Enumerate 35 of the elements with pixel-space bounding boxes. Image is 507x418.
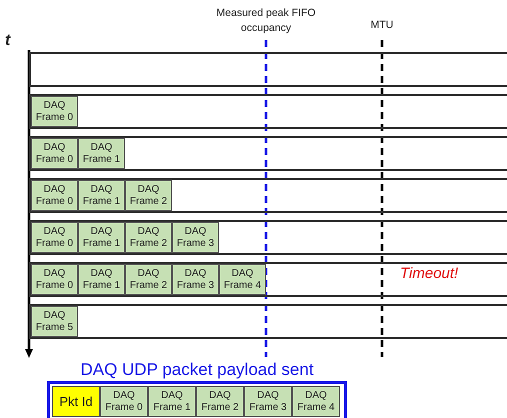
frame-block: DAQ Frame 1 xyxy=(78,138,125,169)
marker-label: MTU xyxy=(370,18,394,33)
timeout-note: Timeout! xyxy=(400,266,460,281)
frame-block: DAQ Frame 1 xyxy=(78,264,125,295)
frame-block: DAQ Frame 5 xyxy=(31,306,78,337)
frame-block: DAQ Frame 0 xyxy=(31,180,78,211)
timeline-row xyxy=(29,178,507,213)
frame-block: DAQ Frame 2 xyxy=(125,264,172,295)
timeline-row xyxy=(29,220,507,255)
timeline-row xyxy=(29,52,507,87)
frame-block: DAQ Frame 4 xyxy=(219,264,266,295)
packet-box xyxy=(47,381,347,418)
frame-block: DAQ Frame 2 xyxy=(125,222,172,253)
frame-block: DAQ Frame 1 xyxy=(148,386,196,417)
marker-label: Measured peak FIFO occupancy xyxy=(216,6,316,36)
frame-block: DAQ Frame 2 xyxy=(125,180,172,211)
timeline-row xyxy=(29,262,507,297)
frame-block: DAQ Frame 3 xyxy=(172,222,219,253)
frame-block: DAQ Frame 1 xyxy=(78,222,125,253)
frame-block: DAQ Frame 3 xyxy=(244,386,292,417)
packet-heading: DAQ UDP packet payload sent xyxy=(79,359,315,381)
packet-id-field: Pkt Id xyxy=(52,386,100,417)
timeline-row xyxy=(29,304,507,339)
frame-block: DAQ Frame 0 xyxy=(100,386,148,417)
frame-block: DAQ Frame 0 xyxy=(31,96,78,127)
timeline-row xyxy=(29,94,507,129)
frame-block: DAQ Frame 0 xyxy=(31,222,78,253)
frame-block: DAQ Frame 1 xyxy=(78,180,125,211)
frame-block: DAQ Frame 2 xyxy=(196,386,244,417)
timeline-row xyxy=(29,136,507,171)
axis-label: t xyxy=(5,33,12,48)
frame-block: DAQ Frame 0 xyxy=(31,264,78,295)
frame-block: DAQ Frame 4 xyxy=(292,386,340,417)
frame-block: DAQ Frame 3 xyxy=(172,264,219,295)
frame-block: DAQ Frame 0 xyxy=(31,138,78,169)
